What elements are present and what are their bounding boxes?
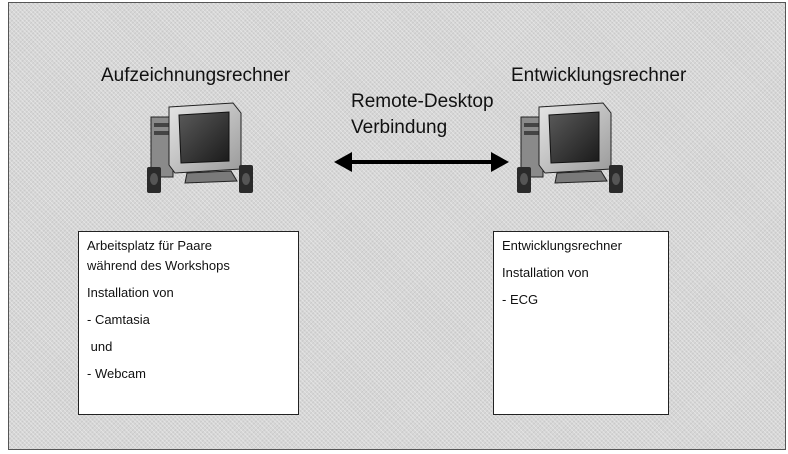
left-box-line: während des Workshops — [87, 258, 230, 273]
left-box-line: Arbeitsplatz für Paare — [87, 238, 213, 253]
right-info-box: Entwicklungsrechner Installation von - E… — [493, 231, 669, 415]
right-box-line: - ECG — [502, 292, 539, 307]
right-box-line: Installation von — [502, 265, 589, 280]
connection-label-line1: Remote-Desktop — [351, 91, 494, 112]
right-computer-icon — [515, 99, 625, 197]
left-computer-icon — [145, 99, 255, 197]
left-box-line: und — [87, 339, 113, 354]
left-info-box: Arbeitsplatz für Paare während des Works… — [78, 231, 299, 415]
double-arrow-icon — [334, 148, 509, 176]
left-box-line: Installation von — [87, 285, 174, 300]
left-machine-title: Aufzeichnungsrechner — [101, 65, 291, 86]
left-box-line: - Camtasia — [87, 312, 150, 327]
diagram-frame: Aufzeichnungsrechner Entwicklungsrechner… — [8, 2, 786, 450]
right-box-line: Entwicklungsrechner — [502, 238, 622, 253]
connection-label-line2: Verbindung — [351, 117, 448, 138]
right-machine-title: Entwicklungsrechner — [511, 65, 687, 86]
left-box-line: - Webcam — [87, 366, 146, 381]
